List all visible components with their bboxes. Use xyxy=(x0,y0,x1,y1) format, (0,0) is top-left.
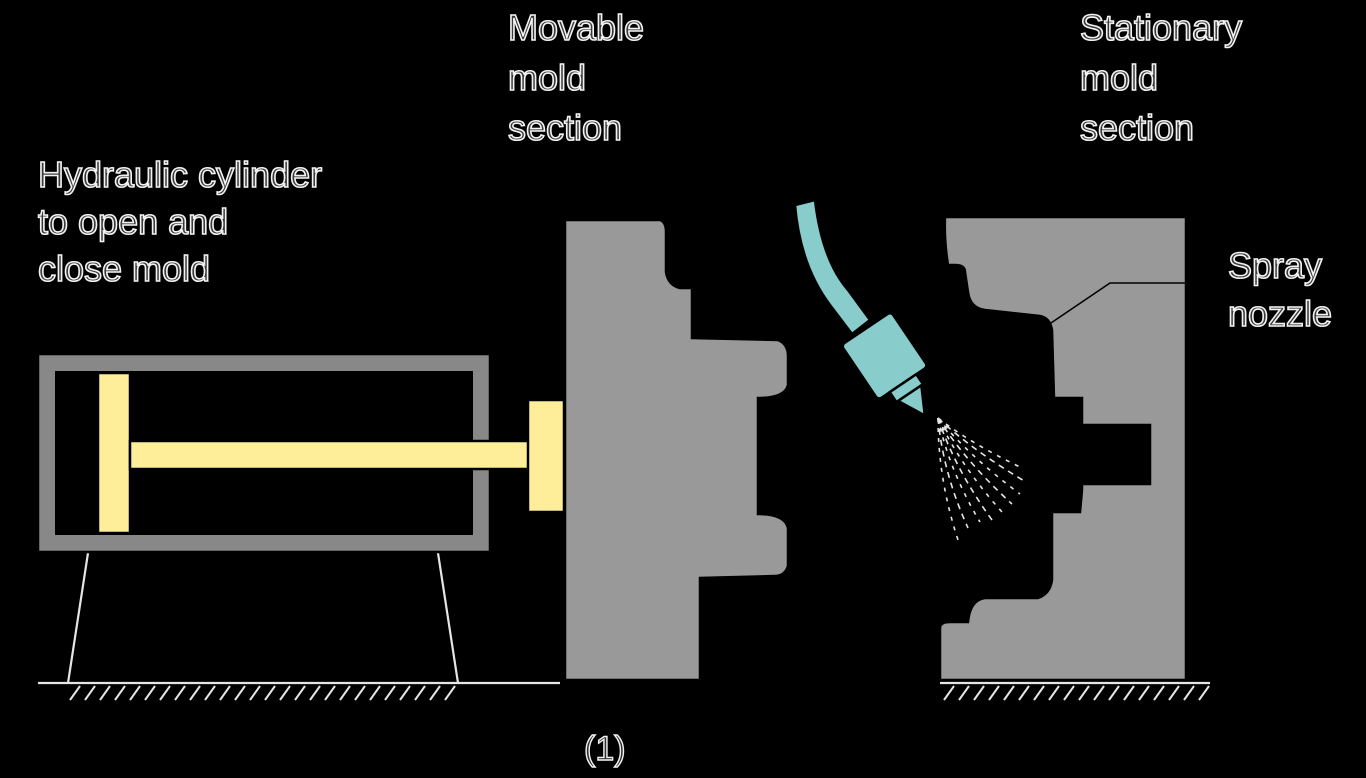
ground-hatch-mark xyxy=(444,685,456,701)
cylinder-stand xyxy=(66,552,460,684)
ground-hatch-mark xyxy=(1153,685,1165,701)
spray-mist xyxy=(937,417,1027,541)
ground-hatch-mark xyxy=(264,685,276,701)
ground-hatch-mark xyxy=(1018,685,1030,701)
ground-hatch-mark xyxy=(1033,685,1045,701)
cylinder-label-line1: Hydraulic cylinder xyxy=(38,154,322,195)
movable-mold-section xyxy=(563,218,790,682)
ground-hatch-mark xyxy=(354,685,366,701)
stationary-label-line1: Stationary xyxy=(1080,7,1242,48)
ground-hatch-mark xyxy=(69,685,81,701)
ground-hatch-mark xyxy=(279,685,291,701)
spray-stream xyxy=(937,417,993,521)
ground-right xyxy=(940,681,1210,701)
nozzle-label-line1: Spray xyxy=(1228,245,1322,286)
ground-hatch-mark xyxy=(1093,685,1105,701)
spray-stream xyxy=(937,417,1003,513)
figure-caption: (1) xyxy=(584,730,626,768)
stationary-label-line2: mold xyxy=(1080,57,1158,98)
spray-hose xyxy=(793,198,872,336)
leader-movable xyxy=(640,129,690,218)
ground-hatch-mark xyxy=(99,685,111,701)
ground-hatch-mark xyxy=(159,685,171,701)
ground-hatch-mark xyxy=(309,685,321,701)
spray-stream xyxy=(937,417,959,541)
ground-hatch-mark xyxy=(114,685,126,701)
ground-hatch-mark xyxy=(219,685,231,701)
leader-cylinder xyxy=(235,267,304,352)
ground-hatch-mark xyxy=(988,685,1000,701)
ground-hatch-mark xyxy=(1138,685,1150,701)
ground-hatch-mark xyxy=(249,685,261,701)
ground-hatch-mark xyxy=(1063,685,1075,701)
cylinder-label-line2: to open and xyxy=(38,201,228,242)
spray-stream xyxy=(937,417,969,529)
ground-hatch-mark xyxy=(1183,685,1195,701)
ground-hatch-mark xyxy=(1078,685,1090,701)
ground-hatch-mark xyxy=(1108,685,1120,701)
ground-hatch-mark xyxy=(174,685,186,701)
ground-hatch-mark xyxy=(429,685,441,701)
ground-hatch-mark xyxy=(129,685,141,701)
ground-hatch-mark xyxy=(204,685,216,701)
ground-hatch-mark xyxy=(958,685,970,701)
ground-hatch-mark xyxy=(399,685,411,701)
ground-hatch-mark xyxy=(1198,685,1210,701)
stationary-mold-section xyxy=(938,215,1188,682)
movable-label-line3: section xyxy=(508,107,622,148)
spray-stream xyxy=(937,417,981,523)
ground-hatch-mark xyxy=(1123,685,1135,701)
spray-stream xyxy=(937,417,1021,495)
leader-nozzle xyxy=(942,282,1220,396)
ground-hatch-mark xyxy=(84,685,96,701)
piston-assembly xyxy=(96,371,566,535)
ground-hatch-mark xyxy=(973,685,985,701)
spray-stream xyxy=(937,417,1013,505)
ground-hatch-mark xyxy=(294,685,306,701)
ground-left xyxy=(38,681,560,701)
ground-hatch-mark xyxy=(1003,685,1015,701)
ground-hatch-mark xyxy=(1048,685,1060,701)
ground-hatch-mark xyxy=(1168,685,1180,701)
ground-hatch-mark xyxy=(369,685,381,701)
nozzle-label-line2: nozzle xyxy=(1228,293,1332,334)
leader-stationary xyxy=(996,129,1075,216)
stationary-label-line3: section xyxy=(1080,107,1194,148)
ground-hatch-mark xyxy=(189,685,201,701)
ground-hatch-mark xyxy=(414,685,426,701)
ground-hatch-mark xyxy=(144,685,156,701)
ground-hatch-mark xyxy=(384,685,396,701)
movable-label-line1: Movable xyxy=(508,7,644,48)
ground-hatch-mark xyxy=(943,685,955,701)
ground-hatch-mark xyxy=(324,685,336,701)
movable-label-line2: mold xyxy=(508,57,586,98)
spray-nozzle xyxy=(841,311,928,418)
ground-hatch-mark xyxy=(234,685,246,701)
ground-hatch-mark xyxy=(339,685,351,701)
cylinder-label-line3: close mold xyxy=(38,248,210,289)
